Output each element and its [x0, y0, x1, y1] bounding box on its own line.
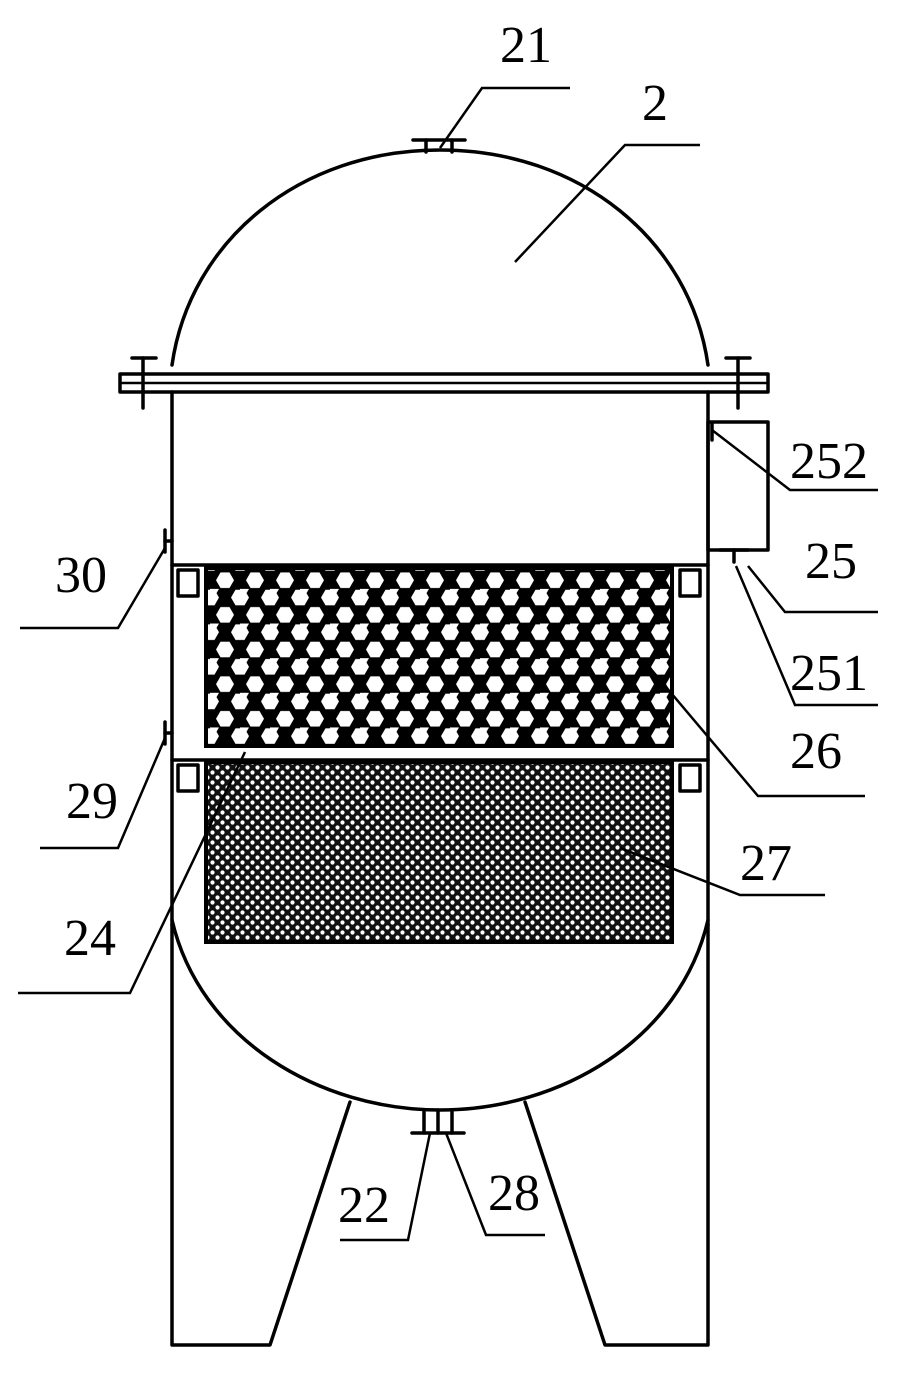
- label-30: 30: [55, 547, 107, 604]
- label-252: 252: [790, 433, 868, 490]
- flange: [118, 356, 770, 410]
- label-29: 29: [66, 773, 118, 830]
- side-box: [706, 420, 770, 564]
- label-22: 22: [338, 1177, 390, 1234]
- support-legs: [170, 923, 710, 1347]
- label-27: 27: [740, 835, 792, 892]
- bottom-nozzle: [410, 1108, 466, 1135]
- bracket: [678, 568, 702, 598]
- label-28: 28: [488, 1165, 540, 1222]
- leader-lines: [18, 86, 878, 1242]
- upper-packing-layer: [204, 566, 674, 748]
- label-24: 24: [64, 910, 116, 967]
- label-251: 251: [790, 645, 868, 702]
- label-25: 25: [805, 533, 857, 590]
- bracket: [176, 763, 200, 793]
- lower-packing-layer: [204, 760, 674, 944]
- label-2: 2: [642, 75, 668, 132]
- bracket: [678, 763, 702, 793]
- top-nozzle: [411, 138, 467, 154]
- upper-dome: [170, 148, 710, 367]
- label-21: 21: [500, 17, 552, 74]
- lower-dome: [170, 918, 710, 1112]
- bracket: [176, 568, 200, 598]
- label-26: 26: [790, 723, 842, 780]
